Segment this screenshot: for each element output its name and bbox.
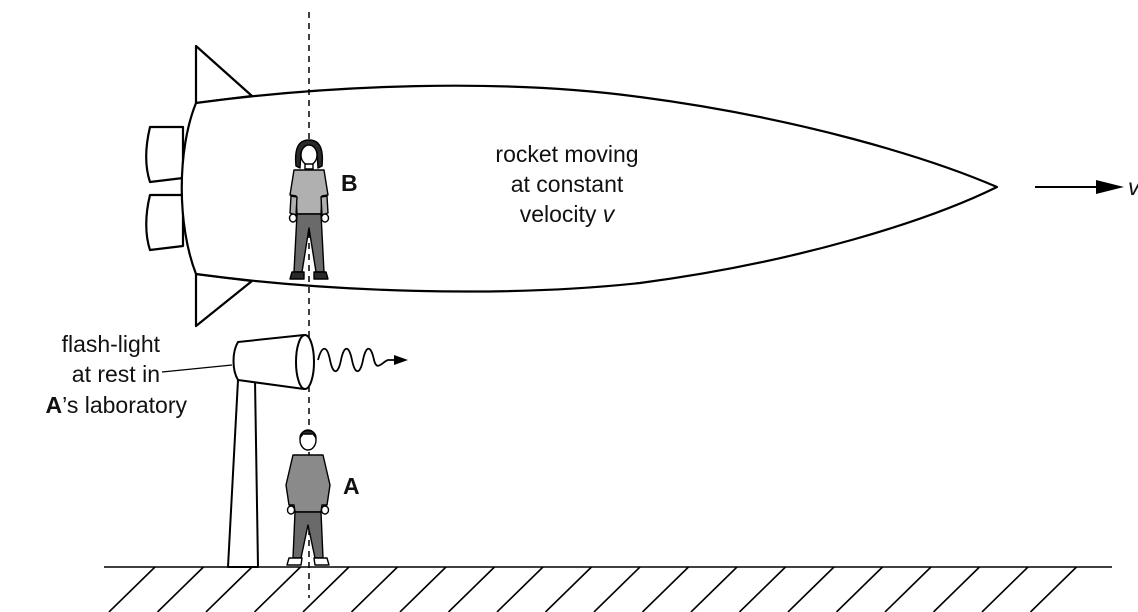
ground-hatch-line [156,566,205,612]
rocket-nozzle-upper [145,125,185,184]
rocket-bottom-fin [194,272,254,328]
ground-hatch-line [932,566,981,612]
rocket-top-fin [194,44,254,105]
ground-hatch-line [884,566,932,612]
flashlight-caption-observer: A [46,392,63,418]
flashlight-lens [295,334,315,390]
observer-a-hair [299,429,317,439]
velocity-label: v [1128,174,1138,200]
ground-hatch-line [496,566,544,612]
rocket [145,44,999,328]
observer-a-pants [292,511,324,559]
flashlight-caption-line1: flash-light [62,331,161,357]
observer-b-figure [288,139,330,280]
velocity-arrow [1035,180,1124,194]
ground-hatch-line [641,566,690,612]
ground-hatch-line [253,566,302,612]
rocket-body [180,84,999,293]
ground-hatching [108,566,1078,612]
ground-hatch-line [544,566,593,612]
observer-a-label: A [343,473,360,499]
ground-hatch-line [399,566,447,612]
velocity-arrowhead [1096,180,1124,194]
light-wave [317,347,398,373]
flashlight-caption-line3: A’s laboratory [46,392,188,418]
light-wave-arrowhead [394,355,408,365]
ground-hatch-line [302,566,350,612]
ground-hatch-line [205,566,253,612]
rocket-caption-line2: at constant [511,171,624,197]
rocket-caption-line1: rocket moving [495,141,638,167]
flashlight-pointer-line [161,364,233,373]
rocket-caption-velocity-word: velocity [520,201,603,227]
flashlight [227,334,315,568]
ground-hatch-line [981,566,1029,612]
flashlight-body [232,334,305,390]
observer-b-head [300,144,318,166]
ground-hatch-line [835,566,884,612]
ground-hatch-line [108,566,156,612]
ground-hatch-line [350,566,399,612]
flashlight-caption-lab: ’s laboratory [62,392,187,418]
ground [104,566,1112,612]
observer-a-figure [285,429,331,566]
rocket-caption-velocity-symbol: v [603,201,616,227]
ground-hatch-line [738,566,787,612]
observer-b-hair [294,139,324,169]
ground-hatch-line [690,566,738,612]
observer-a-shirt [285,454,331,513]
ground-hatch-line [447,566,496,612]
flashlight-caption-line2: at rest in [72,361,160,387]
rocket-nozzle-lower [145,193,185,252]
ground-hatch-line [1029,566,1078,612]
rocket-caption-line3: velocity v [520,201,616,227]
observer-b-label: B [341,170,358,196]
ground-hatch-line [787,566,835,612]
ground-hatch-line [593,566,641,612]
flashlight-stand [227,379,259,568]
